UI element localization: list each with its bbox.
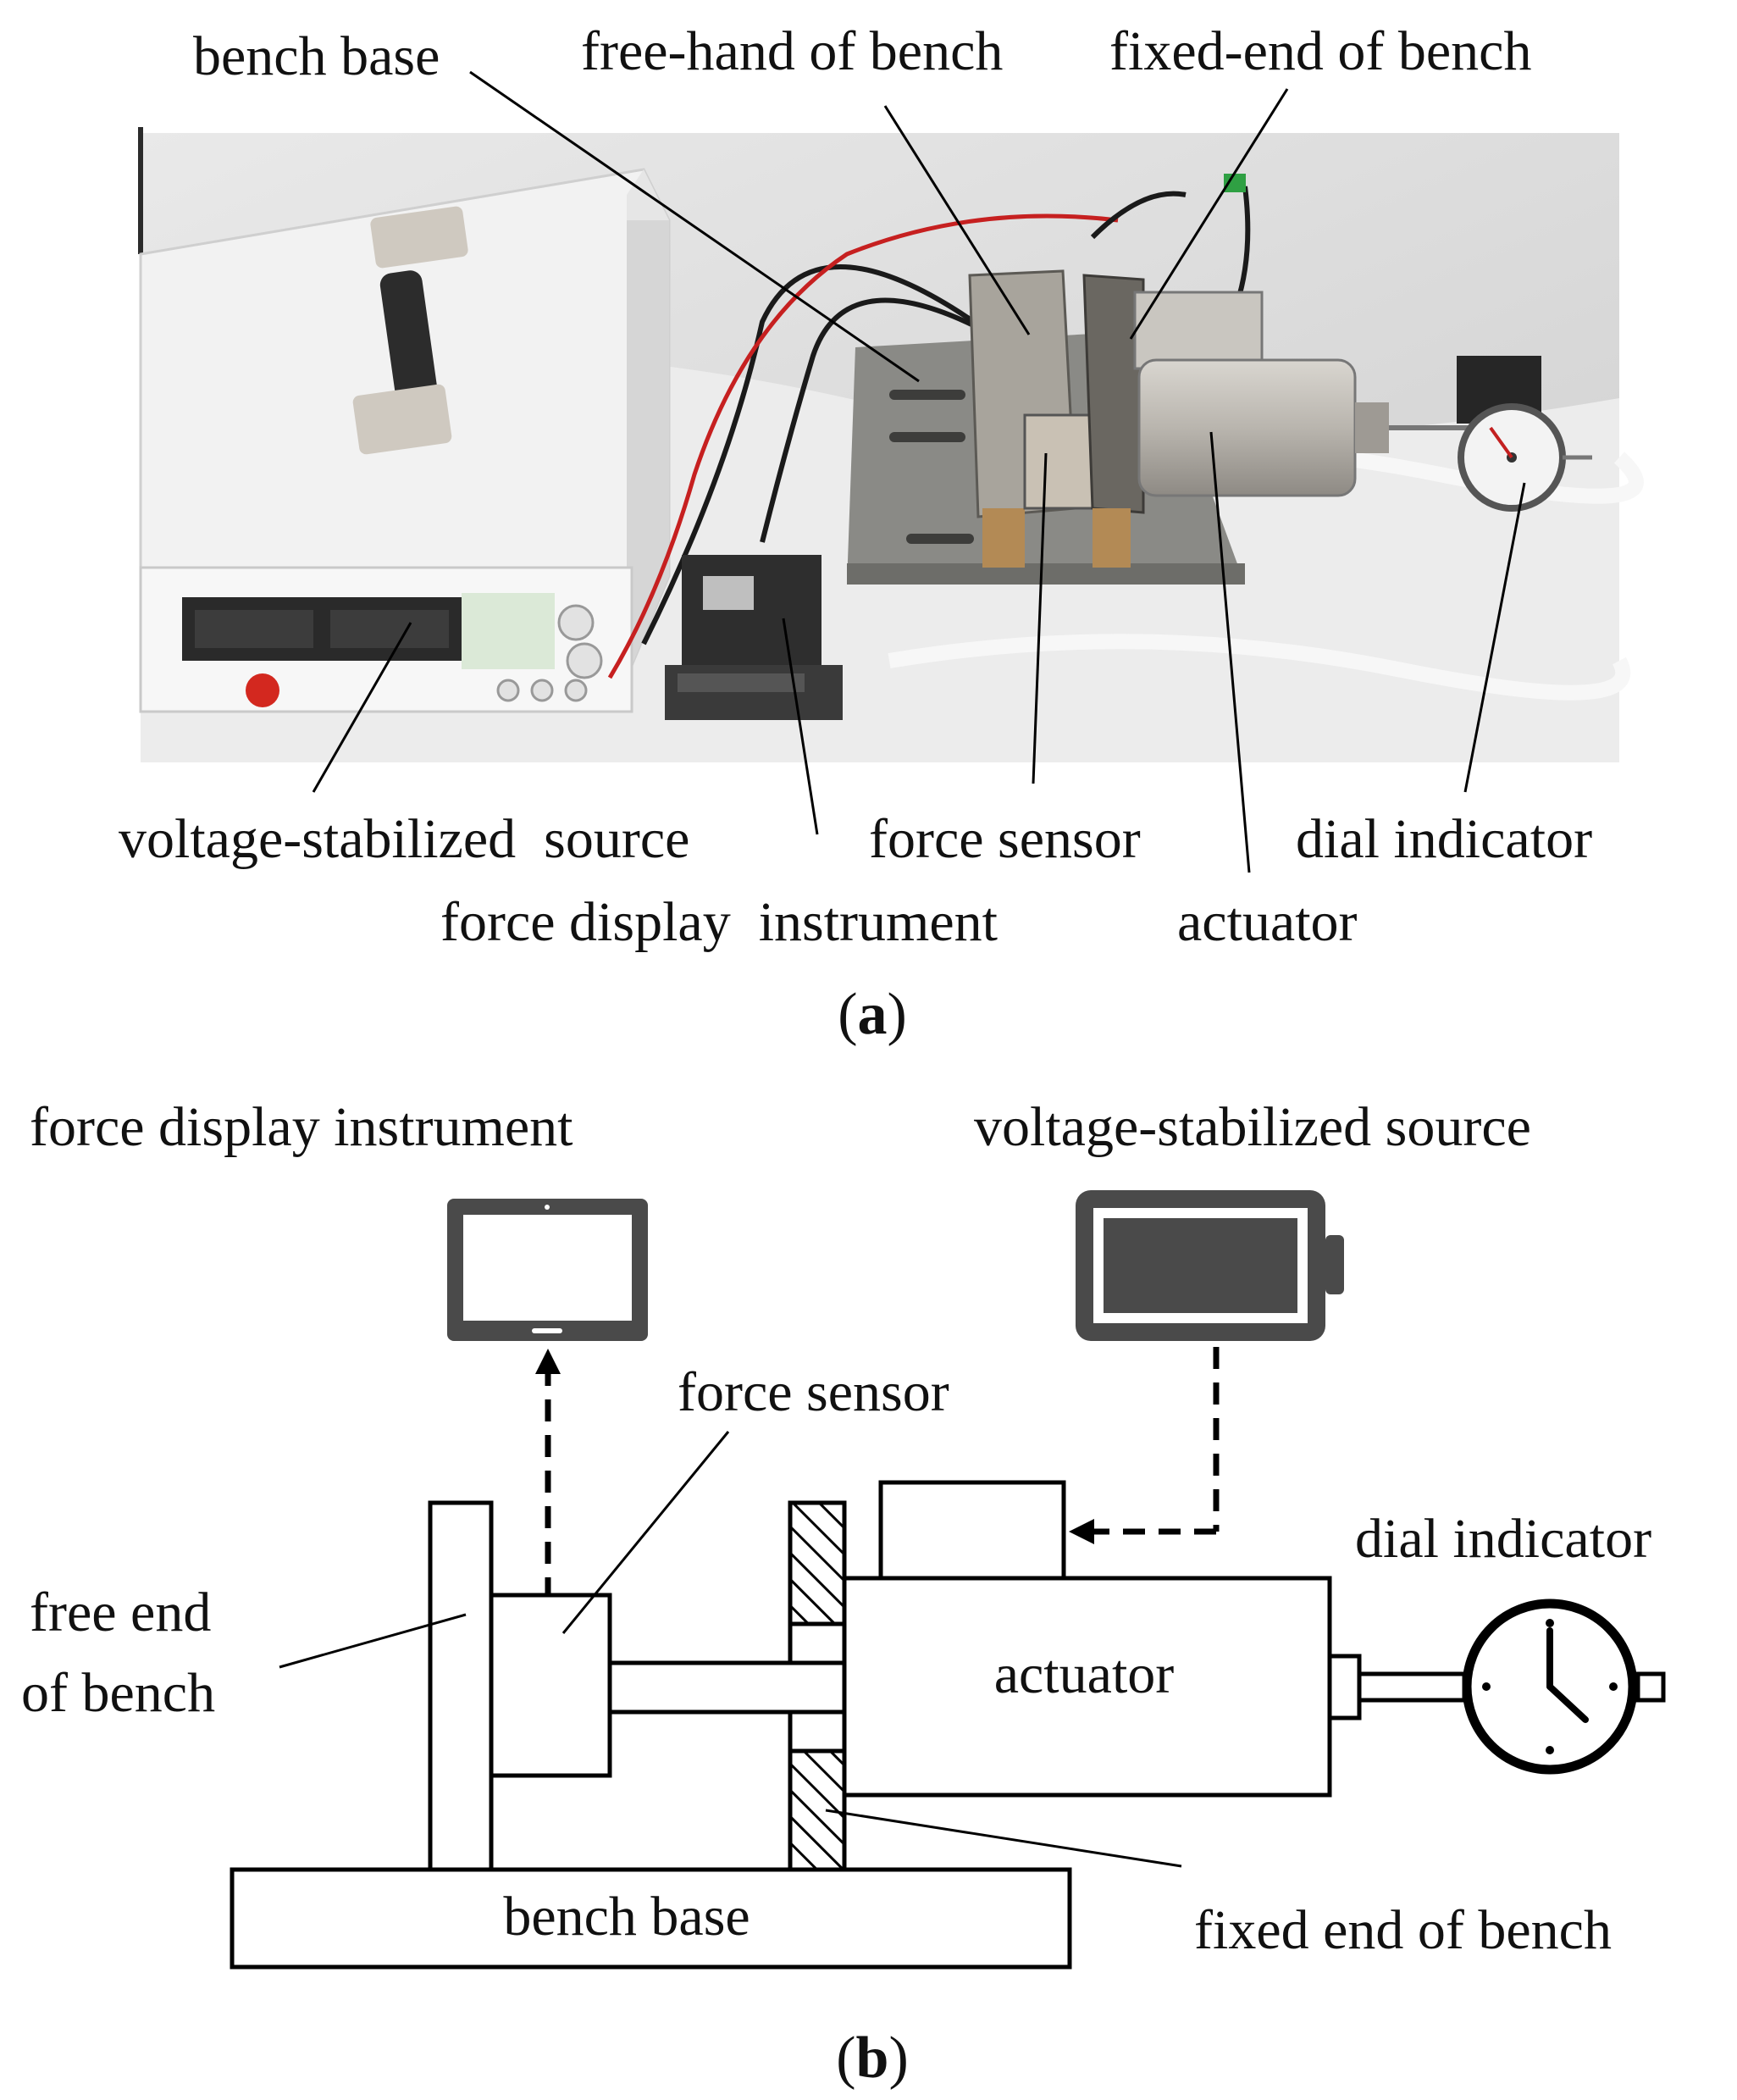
power-supply-photo [139,168,671,713]
label-fixed-end-of-bench-b: fixed end of bench [1194,1899,1612,1961]
dial-indicator-photo [1457,356,1592,512]
force-sensor-block [489,1593,612,1778]
dial-indicator-icon [1462,1599,1666,1775]
label-voltage-stabilized-source-b: voltage-stabilized source [974,1096,1531,1158]
label-free-hand-of-bench: free-hand of bench [581,20,1003,82]
panel-a: bench base free-hand of bench fixed-end … [119,20,1644,1047]
label-voltage-stabilized-source-a: voltage-stabilized source [119,808,689,870]
free-end-column [428,1500,494,1872]
actuator-output-stub [1327,1654,1362,1720]
panel-b: force display instrument voltage-stabili… [21,1096,1666,2091]
label-bench-base-a: bench base [193,25,440,87]
shaft [607,1660,853,1715]
fixed-end-column [788,1500,847,1872]
label-actuator-a: actuator [1177,891,1358,953]
label-force-sensor-a: force sensor [869,808,1141,870]
force-display-photo [665,555,843,720]
leader-lines-a [312,70,1526,873]
label-bench-base-b: bench base [503,1886,750,1948]
setup-photo [138,127,1644,762]
label-force-display-instrument-b: force display instrument [30,1096,573,1158]
bench-base-block [230,1867,1072,1970]
label-actuator-b: actuator [994,1643,1175,1705]
leader-lines-b [279,1431,1182,1868]
caption-b: (b) [836,2025,909,2091]
indicator-stem [1357,1671,1467,1703]
display-icon [447,1199,648,1341]
label-force-sensor-b: force sensor [678,1361,949,1423]
label-fixed-end-of-bench-a: fixed-end of bench [1109,20,1531,82]
signal-line-display [535,1349,561,1599]
label-dial-indicator-a: dial indicator [1296,808,1592,870]
caption-a: (a) [838,982,907,1047]
label-force-display-instrument-a: force display instrument [440,891,998,953]
bench-photo [847,269,1491,585]
power-line-actuator [1069,1347,1220,1544]
label-free-end-line2: of bench [21,1662,215,1724]
label-dial-indicator-b: dial indicator [1355,1508,1651,1570]
actuator-top-box [878,1480,1066,1581]
battery-icon [1076,1190,1344,1341]
label-free-end-line1: free end [30,1582,211,1643]
